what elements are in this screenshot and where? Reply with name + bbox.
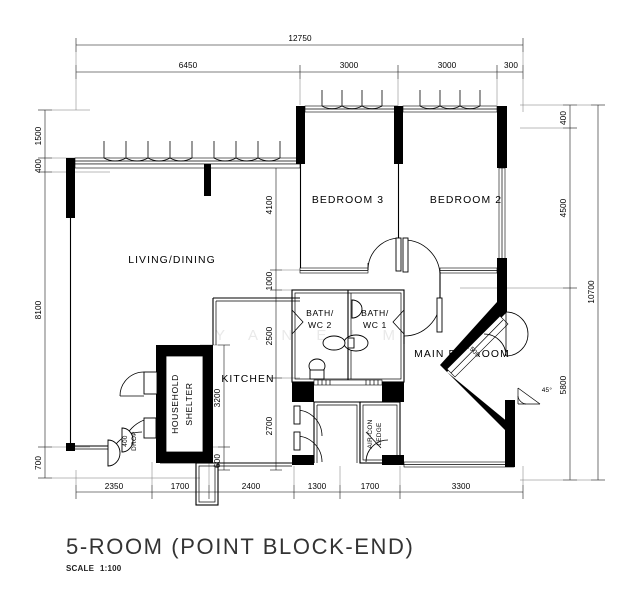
bedroom2-bottom-wall bbox=[439, 267, 498, 274]
bottom-dimension-group: 2350 1700 2400 1300 1700 3300 bbox=[75, 460, 524, 499]
top-dimension-group: 12750 6450 3000 3000 300 bbox=[75, 34, 524, 112]
dim-bottom-seg-3: 1300 bbox=[308, 482, 327, 491]
dim-right-seg-0: 400 bbox=[559, 111, 568, 125]
dim-bottom-seg-4: 1700 bbox=[361, 482, 380, 491]
kitchen-label: KITCHEN bbox=[221, 374, 274, 385]
dim-right-seg-1: 4500 bbox=[559, 198, 568, 217]
bedroom2-side-window bbox=[498, 167, 506, 261]
dim-interior-2: 2500 bbox=[265, 326, 274, 345]
wall-kitchen-partition-inner bbox=[215, 300, 300, 345]
dim-top-seg-1: 3000 bbox=[340, 61, 359, 70]
dim-left-seg-0: 1500 bbox=[34, 126, 43, 145]
wall-kitchen-partition bbox=[212, 297, 300, 345]
household-shelter-structure bbox=[156, 345, 213, 463]
bedroom3-bottom-wall bbox=[299, 267, 369, 274]
dim-bottom-seg-0: 2350 bbox=[105, 482, 124, 491]
bath-wc-1-label-line1: BATH/ bbox=[361, 308, 389, 318]
dim-shelter-offset: 600 bbox=[213, 454, 222, 468]
living-window-swings bbox=[103, 141, 281, 162]
dim-shelter-height: 3200 bbox=[213, 388, 222, 407]
drawing-title: 5-ROOM (POINT BLOCK-END) bbox=[66, 534, 414, 559]
dim-right-seg-2: 5800 bbox=[559, 375, 568, 394]
bedroom2-door bbox=[402, 237, 441, 277]
wall-between-bedrooms-top bbox=[394, 106, 403, 164]
bath-wc-2-label-line1: BATH/ bbox=[306, 308, 334, 318]
main-bedroom-door bbox=[403, 297, 443, 337]
drop-label-line2: DROP bbox=[131, 431, 138, 451]
air-con-ledge-label-line1: AIR-CON bbox=[367, 419, 374, 448]
household-shelter-door bbox=[119, 371, 158, 397]
bath-wc-2-door bbox=[291, 309, 304, 335]
dim-bottom-seg-2: 2400 bbox=[242, 482, 261, 491]
scale-label: SCALE bbox=[66, 564, 95, 573]
angle-marker bbox=[517, 387, 541, 405]
dim-interior-3: 2700 bbox=[265, 416, 274, 435]
dim-bottom-seg-5: 3300 bbox=[452, 482, 471, 491]
bath-wc-2-label-line2: WC 2 bbox=[308, 320, 332, 330]
wall-bedroom3-left-top bbox=[296, 106, 305, 164]
living-window-band bbox=[74, 157, 301, 169]
wall-left-upper bbox=[66, 158, 75, 218]
air-con-ledge-label-line2: LEDGE bbox=[376, 422, 383, 445]
dim-top-overall: 12750 bbox=[288, 34, 312, 43]
bedroom3-door bbox=[367, 237, 402, 272]
bedroom2-window-swings bbox=[419, 90, 481, 110]
bathroom-fixtures bbox=[308, 299, 369, 380]
drop-label-line1: 400 bbox=[122, 435, 129, 447]
dim-interior-0: 4100 bbox=[265, 195, 274, 214]
living-dining-label: LIVING/DINING bbox=[128, 255, 216, 266]
bath-wc-1-label-line2: WC 1 bbox=[363, 320, 387, 330]
dim-top-seg-2: 3000 bbox=[438, 61, 457, 70]
bedroom-3-label: BEDROOM 3 bbox=[312, 195, 384, 206]
dim-right-overall: 10700 bbox=[587, 280, 596, 304]
entrance-door bbox=[75, 417, 157, 467]
dim-left-seg-3: 700 bbox=[34, 456, 43, 470]
main-bedroom-bottom-wall bbox=[403, 461, 515, 468]
wall-yard-bottom-left bbox=[292, 455, 314, 465]
right-dimension-group: 400 4500 5800 10700 bbox=[460, 104, 605, 481]
wall-left-lower-stub bbox=[66, 443, 75, 451]
wall-right-mid bbox=[497, 258, 507, 302]
household-shelter-label-line2: SHELTER bbox=[184, 382, 194, 425]
dim-bottom-seg-1: 1700 bbox=[171, 482, 190, 491]
dim-left-seg-2: 8100 bbox=[34, 300, 43, 319]
window-pier-living bbox=[204, 164, 211, 196]
dim-interior-1: 1000 bbox=[265, 271, 274, 290]
scale-value: 1:100 bbox=[100, 564, 122, 573]
angle-label: 45° bbox=[542, 386, 553, 394]
bath-wc-1-door bbox=[392, 309, 405, 335]
bedroom3-window-swings bbox=[321, 90, 383, 110]
bedroom-2-label: BEDROOM 2 bbox=[430, 195, 502, 206]
service-yard bbox=[292, 379, 404, 464]
wall-right-top bbox=[497, 106, 507, 168]
kitchen-bottom-walls bbox=[156, 459, 292, 506]
dim-left-seg-1: 400 bbox=[34, 159, 43, 173]
household-shelter-label-line1: HOUSEHOLD bbox=[170, 374, 180, 434]
dim-top-seg-3: 300 bbox=[504, 61, 518, 70]
dim-top-seg-0: 6450 bbox=[179, 61, 198, 70]
bay-window-angled bbox=[440, 302, 529, 440]
wall-yard-bottom-right bbox=[382, 455, 404, 465]
